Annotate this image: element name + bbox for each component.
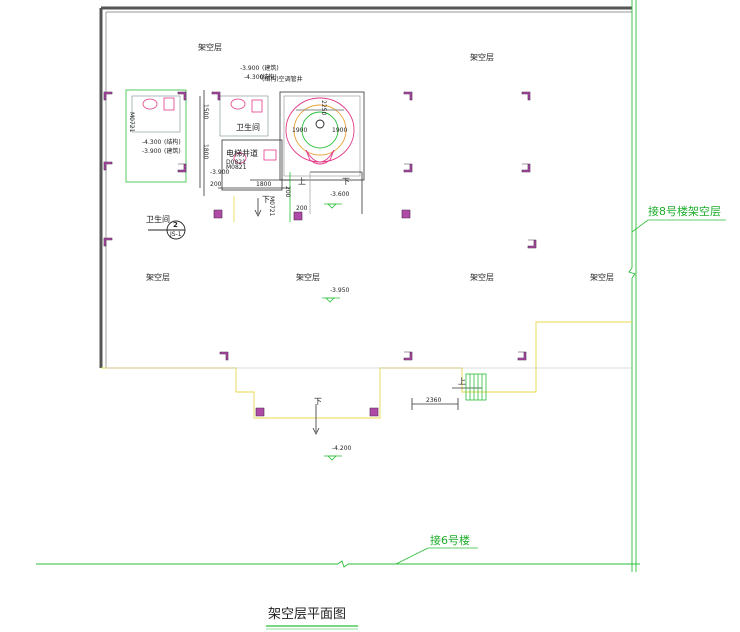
elevation-3: -4.300 — [142, 139, 162, 146]
annotation-arch: (建筑) — [262, 65, 279, 72]
label-toilet-detail: 卫生间 — [146, 215, 170, 224]
detail-callout-circle — [148, 220, 186, 240]
annotation-struct-2: (结构) — [260, 74, 277, 81]
detail-callout-number: 2 — [173, 221, 178, 229]
stair-arrows — [254, 198, 482, 435]
dimension-1500: 1500 — [202, 104, 209, 120]
label-ac-shaft: (结构)空调管井 — [262, 76, 303, 83]
dimension-200b: 200 — [284, 186, 291, 198]
elevation-7: -4.200 — [332, 445, 352, 452]
label-elevator-shaft: 电梯井道 — [226, 149, 258, 158]
label-toilet: 卫生间 — [236, 123, 260, 132]
drawing-title: 架空层平面图 — [268, 607, 347, 622]
dimension-200a: 200 — [210, 181, 222, 188]
door-m0721: M0721 — [128, 112, 135, 133]
bottom-boundary — [36, 560, 640, 568]
label-up-1: 上 — [298, 177, 306, 186]
label-jiakong-1: 架空层 — [198, 43, 222, 52]
elevation-4: -3.900 — [142, 148, 162, 155]
right-boundary — [628, 0, 637, 572]
elevation-6: -3.950 — [330, 287, 350, 294]
detail-callout-sheet: JS-1 — [170, 231, 182, 238]
label-jiakong-4: 架空层 — [296, 273, 320, 282]
annotation-arch-2: (建筑) — [164, 148, 181, 155]
dimension-1800b: 1800 — [256, 181, 272, 188]
label-down-1: 下 — [342, 177, 350, 186]
label-jiakong-5: 架空层 — [470, 273, 494, 282]
slab-outline — [101, 321, 632, 419]
label-jiakong-2: 架空层 — [470, 53, 494, 62]
door-d0821: D0821 — [226, 159, 246, 166]
label-jiakong-3: 架空层 — [146, 273, 170, 282]
label-down-3: 下 — [314, 397, 322, 406]
dimension-1900b: 1900 — [332, 127, 348, 134]
elevation-8: -3.900 — [210, 169, 230, 176]
dimension-1800: 1800 — [202, 144, 209, 160]
dimension-1900a: 1900 — [292, 127, 308, 134]
outer-wall-inner-line — [105, 11, 632, 368]
dimension-2360 — [411, 398, 459, 410]
stair-ramp — [285, 97, 355, 165]
dimension-2250: 2250 — [320, 100, 327, 116]
sanitary-fixtures — [142, 97, 277, 164]
annotation-struct: (结构) — [164, 139, 181, 146]
label-up-2: 上 — [458, 377, 466, 386]
label-down-2: 下 — [262, 195, 270, 204]
label-connect-building-6: 接6号楼 — [430, 534, 470, 547]
elevation-2: -4.300 — [244, 74, 264, 81]
core-area — [125, 89, 365, 222]
door-m0721b: M0721 — [268, 196, 275, 217]
elevation-5: -3.600 — [330, 191, 350, 198]
dimension-200c: 200 — [296, 205, 308, 212]
outer-wall — [99, 6, 632, 368]
elevation-1: -3.900 — [240, 65, 260, 72]
door-m0821: M0821 — [226, 164, 247, 171]
elevation-marks — [322, 203, 342, 461]
label-jiakong-6: 架空层 — [590, 273, 614, 282]
label-connect-building-8: 接8号楼架空层 — [648, 205, 721, 218]
exterior-steps — [465, 373, 487, 401]
dimension-2360-text: 2360 — [426, 397, 442, 404]
column-markers — [103, 91, 537, 417]
leader-lines — [395, 219, 726, 565]
